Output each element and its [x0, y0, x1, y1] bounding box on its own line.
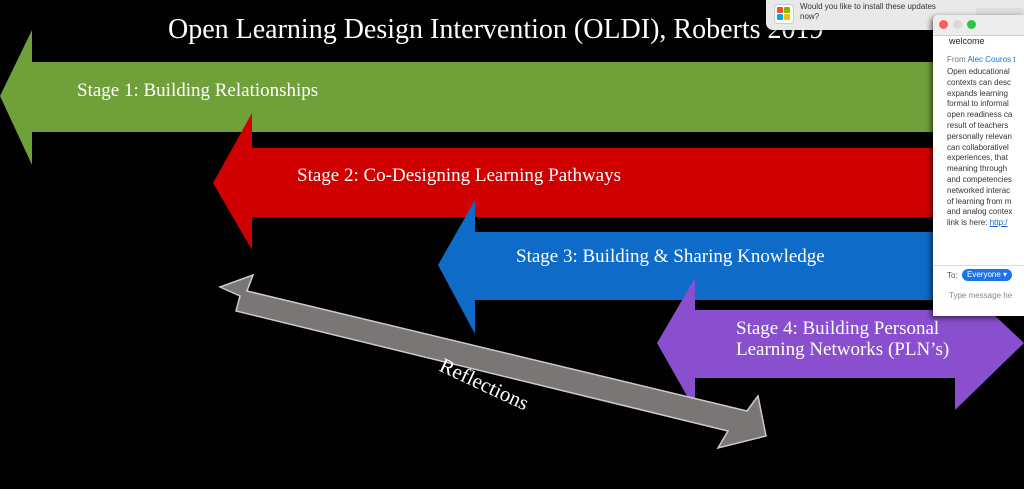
- chat-message-line: experiences, that: [947, 153, 1008, 163]
- chat-message-line: result of teachers: [947, 120, 1009, 130]
- chat-message-line: personally relevan: [947, 131, 1012, 141]
- chat-sender-line: From Alec Couros t: [947, 55, 1015, 64]
- chat-link-prefix: link is here:: [947, 218, 990, 228]
- chat-message-link-line: link is here: http:/: [947, 218, 1024, 229]
- slide-title: Open Learning Design Intervention (OLDI)…: [168, 14, 824, 45]
- software-update-icon: [774, 4, 794, 24]
- chat-window[interactable]: welcome From Alec Couros t Open educatio…: [933, 15, 1024, 316]
- chat-message-line: and analog contex: [947, 207, 1013, 217]
- chat-from-prefix: From: [947, 55, 966, 64]
- stage-1-arrow: [0, 30, 1024, 165]
- reflections-arrow: [218, 273, 767, 450]
- chat-message-link[interactable]: http:/: [989, 218, 1008, 228]
- chat-message-line: formal to informal: [947, 99, 1009, 109]
- stage-1-label: Stage 1: Building Relationships: [77, 80, 319, 101]
- chat-message-line: and competencies: [947, 174, 1012, 184]
- chat-message-line: open readiness ca: [947, 110, 1013, 120]
- chat-message-line: expands learning: [947, 88, 1008, 98]
- stage-4-label: Stage 4: Building Personal Learning Netw…: [736, 318, 950, 360]
- zoom-window-icon[interactable]: [967, 20, 976, 29]
- chat-to-label: To:: [947, 271, 958, 280]
- chat-titlebar[interactable]: [933, 15, 1024, 36]
- chat-sender-name[interactable]: Alec Couros t: [967, 55, 1016, 64]
- chat-message-line: of learning from m: [947, 196, 1012, 206]
- chat-message: Open educational contexts can desc expan…: [947, 67, 1024, 229]
- chat-message-line: contexts can desc: [947, 77, 1012, 87]
- chat-message-input[interactable]: Type message he: [949, 291, 1013, 300]
- chat-message-line: can collaborativel: [947, 142, 1009, 152]
- stage-2-label: Stage 2: Co-Designing Learning Pathways: [297, 165, 622, 186]
- chat-message-line: Open educational: [947, 67, 1010, 76]
- minimize-window-icon[interactable]: [953, 20, 962, 29]
- stage-3-label: Stage 3: Building & Sharing Knowledge: [516, 246, 825, 267]
- recipient-dropdown[interactable]: Everyone ▾: [962, 269, 1013, 281]
- stage-2-arrow: [213, 113, 1024, 250]
- chat-message-line: networked interac: [947, 185, 1011, 195]
- stage-3-arrow: [438, 200, 1024, 334]
- chat-divider: [933, 265, 1024, 266]
- notification-message: Would you like to install these updates …: [800, 2, 936, 21]
- chat-window-title: welcome: [949, 36, 985, 46]
- stage-4-arrow: [657, 278, 1024, 410]
- chat-message-line: meaning through: [947, 164, 1008, 174]
- close-window-icon[interactable]: [939, 20, 948, 29]
